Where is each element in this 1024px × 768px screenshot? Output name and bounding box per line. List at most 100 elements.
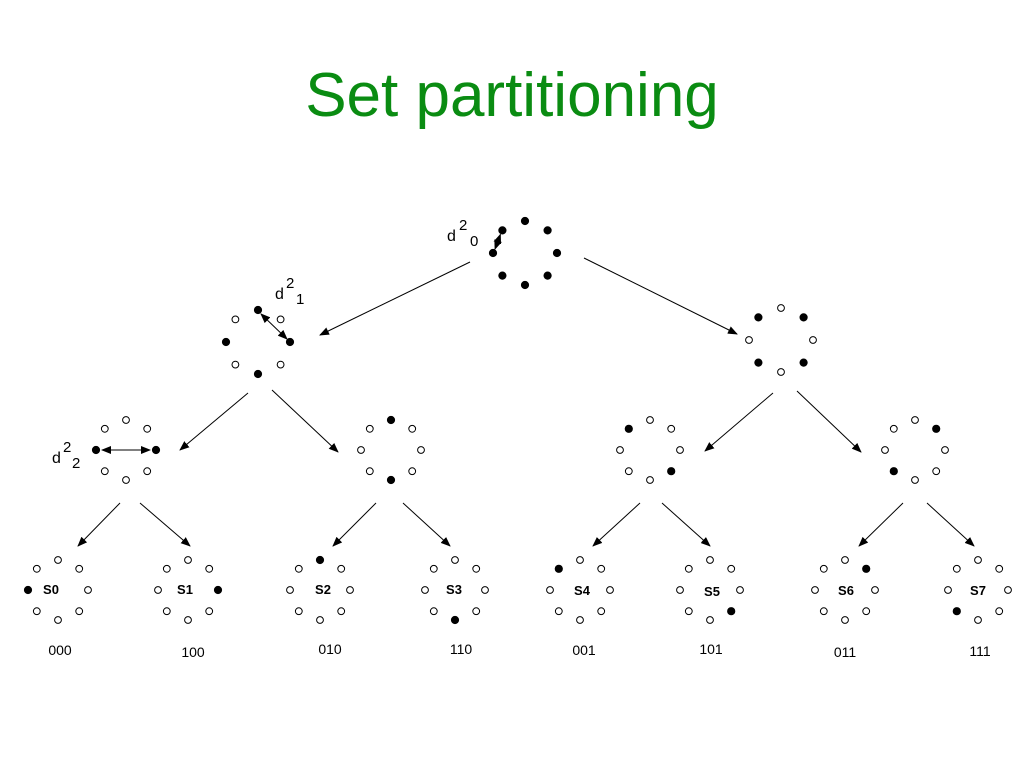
constellation-subset-s0-point-1-empty: [75, 564, 84, 573]
constellation-subset-s5-point-1-empty: [727, 564, 736, 573]
distance-label-d1: d 2 1: [275, 275, 304, 308]
constellation-subset-s3-point-5-empty: [429, 607, 438, 616]
constellation-subset-s2-point-1-empty: [337, 564, 346, 573]
constellation-subset-s5: [676, 556, 744, 624]
constellation-root-point-1-filled: [543, 226, 552, 235]
subset-label-s0: S0: [43, 582, 59, 597]
constellation-level2-1-point-1-empty: [408, 424, 417, 433]
constellation-level2-2-point-1-empty: [667, 424, 676, 433]
subset-label-s1: S1: [177, 582, 193, 597]
constellation-subset-s3-point-7-empty: [429, 564, 438, 573]
arrow-l1b-to-l2c: [704, 392, 774, 452]
constellation-subset-s7-point-1-empty: [995, 564, 1004, 573]
constellation-level2-3-point-6-empty: [881, 446, 889, 454]
constellation-level2-0-point-2-filled: [151, 445, 161, 455]
constellation-subset-s4-point-0-empty: [576, 556, 584, 564]
constellations: [23, 216, 1012, 625]
constellation-level2-0-point-6-filled: [91, 445, 101, 455]
constellation-subset-s0-point-2-empty: [84, 586, 92, 594]
arrow-l2a-to-s0: [77, 502, 121, 547]
constellation-level1-0-point-3-empty: [276, 360, 285, 369]
constellation-level2-0-point-4-empty: [122, 476, 130, 484]
constellation-subset-s3: [421, 556, 489, 625]
subset-code-s6: 011: [834, 644, 857, 660]
constellation-subset-s6-point-1-filled: [862, 564, 871, 573]
arrow-root-to-right: [583, 257, 738, 335]
constellation-subset-s2-point-0-filled: [315, 555, 325, 565]
subset-code-s5: 101: [699, 641, 723, 657]
constellation-level1-0-point-4-filled: [253, 369, 263, 379]
subset-code-s4: 001: [572, 642, 596, 658]
constellation-subset-s4: [546, 556, 614, 624]
constellation-subset-s1-point-6-empty: [154, 586, 162, 594]
constellation-subset-s1-point-5-empty: [162, 607, 171, 616]
distance-label-d2-base: d: [52, 450, 61, 467]
constellation-level2-0-point-7-empty: [100, 424, 109, 433]
constellation-level2-3-point-2-empty: [941, 446, 949, 454]
constellation-subset-s1-point-2-filled: [213, 585, 223, 595]
constellation-subset-s1-point-3-empty: [205, 607, 214, 616]
constellation-level2-0-point-5-empty: [100, 467, 109, 476]
constellation-root-point-7-filled: [498, 226, 507, 235]
constellation-subset-s3-point-1-empty: [472, 564, 481, 573]
constellation-subset-s0-point-0-empty: [54, 556, 62, 564]
arrow-l1b-to-l2d: [796, 390, 862, 453]
constellation-subset-s3-point-6-empty: [421, 586, 429, 594]
constellation-level2-0-point-0-empty: [122, 416, 130, 424]
constellation-subset-s4-point-1-empty: [597, 564, 606, 573]
arrow-l2d-to-s6: [858, 502, 904, 547]
constellation-level2-2-point-7-filled: [624, 424, 633, 433]
constellation-subset-s2: [286, 555, 354, 624]
arrow-l2b-to-s2: [332, 502, 377, 547]
arrow-l2c-to-s5: [661, 502, 711, 547]
subset-code-s1: 100: [181, 644, 205, 660]
distance-label-d0-subscript: 0: [470, 233, 478, 250]
constellation-subset-s4-point-7-filled: [554, 564, 563, 573]
constellation-subset-s6-point-7-empty: [819, 564, 828, 573]
distance-label-d1-subscript: 1: [296, 291, 304, 308]
constellation-subset-s0-point-3-empty: [75, 607, 84, 616]
constellation-subset-s2-point-6-empty: [286, 586, 294, 594]
constellation-subset-s5-point-0-empty: [706, 556, 714, 564]
arrow-l2b-to-s3: [402, 502, 451, 547]
constellation-subset-s7-point-6-empty: [944, 586, 952, 594]
subset-label-s7: S7: [970, 583, 986, 598]
distance-marker-d1: [260, 313, 288, 340]
constellation-level2-1-point-6-empty: [357, 446, 365, 454]
constellation-level1-1-point-2-empty: [809, 336, 817, 344]
subset-code-s0: 000: [48, 642, 72, 658]
constellation-subset-s2-point-2-empty: [346, 586, 354, 594]
constellation-level2-2-point-6-empty: [616, 446, 624, 454]
constellation-subset-s0-point-7-empty: [32, 564, 41, 573]
subset-label-s6: S6: [838, 583, 854, 598]
constellation-level2-1-point-3-empty: [408, 467, 417, 476]
constellation-level1-1: [745, 304, 817, 376]
constellation-subset-s4-point-3-empty: [597, 607, 606, 616]
constellation-subset-s1-point-0-empty: [184, 556, 192, 564]
constellation-level2-3-point-3-empty: [932, 467, 941, 476]
constellation-level2-2-point-4-empty: [646, 476, 654, 484]
constellation-root-point-5-filled: [498, 271, 507, 280]
subset-code-s7: 111: [969, 643, 990, 659]
constellation-subset-s6-point-3-empty: [862, 607, 871, 616]
constellation-root: [488, 216, 562, 290]
constellation-root-point-3-filled: [543, 271, 552, 280]
constellation-subset-s6-point-0-empty: [841, 556, 849, 564]
constellation-subset-s0-point-5-empty: [32, 607, 41, 616]
constellation-subset-s5-point-3-filled: [727, 607, 736, 616]
constellation-subset-s7-point-7-empty: [952, 564, 961, 573]
distance-label-d2: d 2 2: [52, 439, 80, 472]
constellation-level2-1: [357, 415, 425, 485]
distance-label-d0: d 2 0: [447, 217, 478, 250]
constellation-level2-2-point-5-empty: [624, 467, 633, 476]
constellation-level1-0: [221, 305, 295, 379]
constellation-subset-s7-point-0-empty: [974, 556, 982, 564]
constellation-subset-s6-point-2-empty: [871, 586, 879, 594]
constellation-level2-2: [616, 416, 684, 484]
constellation-subset-s5-point-6-empty: [676, 586, 684, 594]
constellation-subset-s3-point-0-empty: [451, 556, 459, 564]
distance-marker-d0: [493, 233, 502, 250]
arrow-l2c-to-s4: [592, 502, 641, 547]
constellation-level1-1-point-3-filled: [799, 358, 808, 367]
